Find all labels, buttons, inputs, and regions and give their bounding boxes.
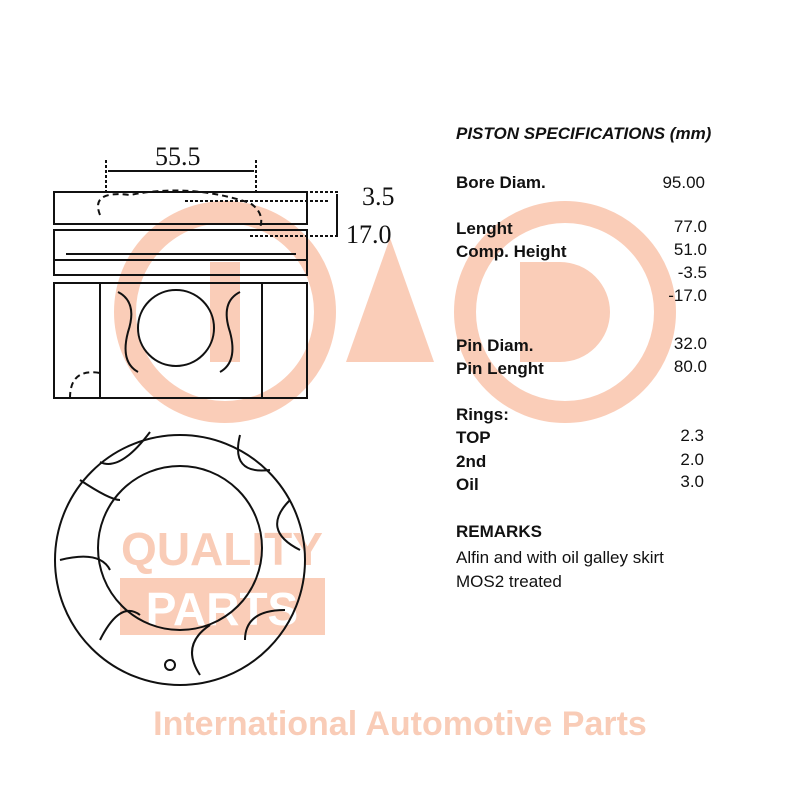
spec-value: 2.3 xyxy=(680,426,704,445)
spec-value: 32.0 xyxy=(673,334,707,353)
watermark-company: International Automotive Parts xyxy=(153,705,647,743)
spec-label: 2nd xyxy=(456,452,487,471)
specs-title: PISTON SPECIFICATIONS (mm) xyxy=(456,124,712,143)
piston-top-view xyxy=(54,431,306,686)
spec-label: Comp. Height xyxy=(456,242,567,261)
piston-side-view xyxy=(53,160,340,399)
remark-line: Alfin and with oil galley skirt xyxy=(456,548,664,567)
spec-label: Pin Lenght xyxy=(456,359,544,378)
spec-value: -3.5 xyxy=(677,263,707,282)
spec-label: Bore Diam. xyxy=(456,173,546,192)
remark-line: MOS2 treated xyxy=(456,572,562,591)
spec-value: -17.0 xyxy=(668,286,707,305)
spec-value: 51.0 xyxy=(673,240,707,259)
spec-value: 77.0 xyxy=(673,217,707,236)
spec-label: Lenght xyxy=(456,219,513,238)
spec-value: 95.00 xyxy=(662,173,705,192)
dim-ring-label: 17.0 xyxy=(346,220,392,249)
dim-top-label: 3.5 xyxy=(362,182,395,211)
spec-label: Rings: xyxy=(456,405,509,424)
spec-value: 2.0 xyxy=(680,450,704,469)
spec-label: TOP xyxy=(456,428,491,447)
spec-value: 80.0 xyxy=(673,357,707,376)
spec-label: Oil xyxy=(456,475,479,494)
watermark-parts: PARTS xyxy=(146,583,299,635)
spec-label: Pin Diam. xyxy=(456,336,534,355)
spec-value: 3.0 xyxy=(680,472,704,491)
watermark-quality: QUALITY xyxy=(121,523,323,575)
dim-width-label: 55.5 xyxy=(155,142,201,171)
remarks-title: REMARKS xyxy=(456,522,542,541)
